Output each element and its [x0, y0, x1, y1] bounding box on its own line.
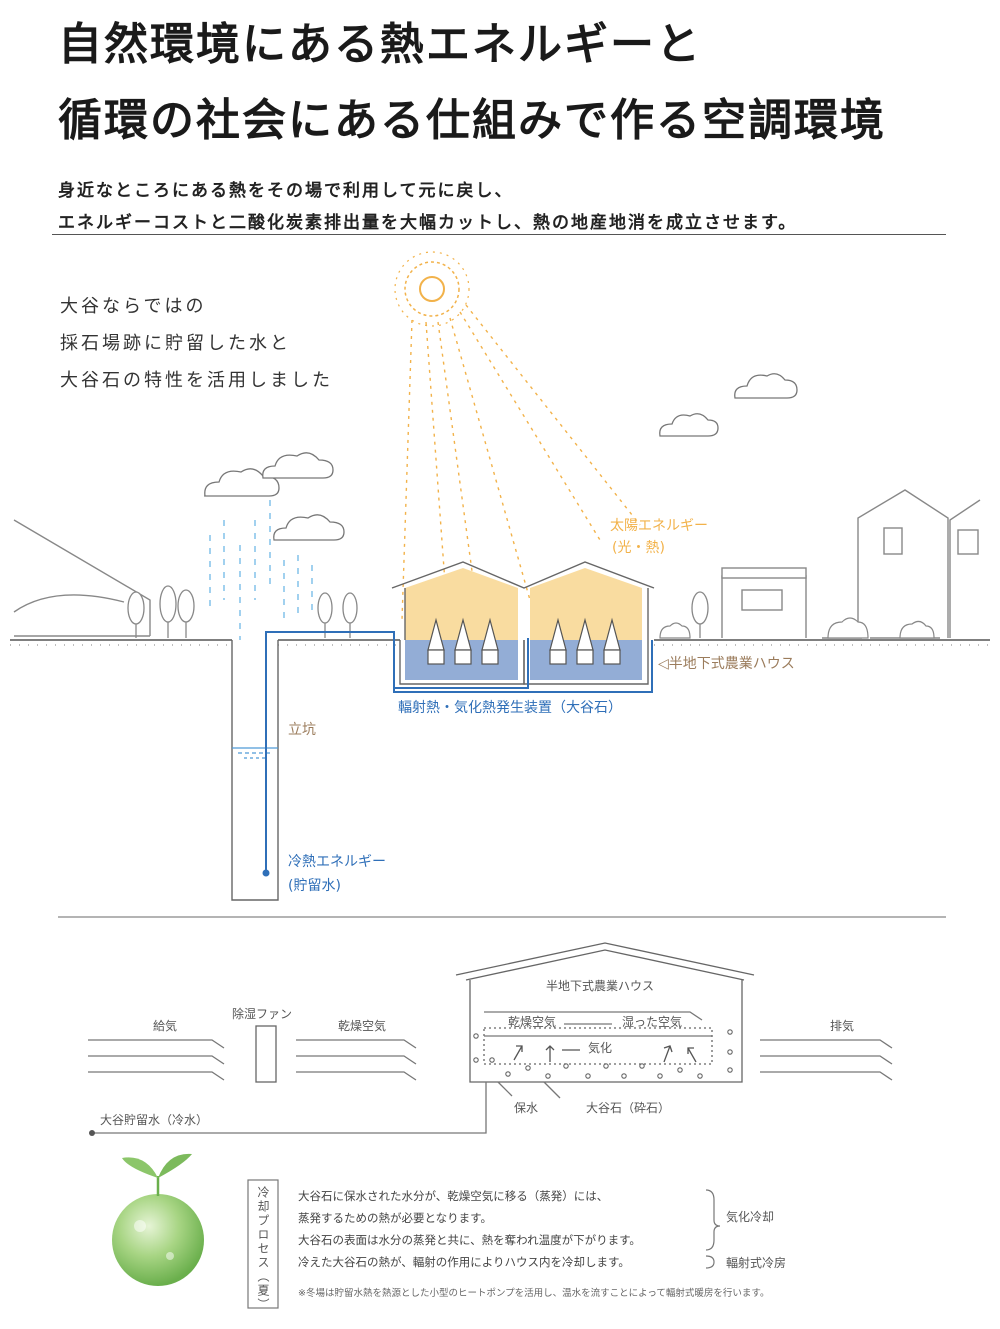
dry-air-lines [296, 1039, 417, 1081]
winter-note: ※冬場は貯留水熱を熱源とした小型のヒートポンプを活用し、温水を流すことによって輻… [298, 1287, 769, 1299]
page-title-line-2: 循環の社会にある仕組みで作る空調環境 [58, 95, 886, 146]
device-label: 輻射熱・気化熱発生装置（大谷石） [398, 700, 622, 716]
process-house-outline [455, 942, 755, 1083]
sun-icon [394, 251, 470, 327]
evaporation-label: 気化 [588, 1040, 612, 1055]
dry-air-label: 乾燥空気 [338, 1018, 386, 1033]
lead-text-line-1: 身近なところにある熱をその場で利用して元に戻し、 [58, 181, 514, 201]
ground-line [10, 639, 990, 646]
water-pipe-end-dot [89, 1130, 95, 1136]
cold-water-pipe [92, 1081, 561, 1134]
shrub-icon [659, 617, 935, 639]
evaporative-cooling-tag: 気化冷却 [726, 1209, 774, 1224]
intro-text-line-2: 採石場跡に貯留した水と [60, 333, 291, 354]
warehouse [13, 519, 151, 637]
cooling-line-3: 大谷石の表面は水分の蒸発と共に、熱を奪われ温度が下がります。 [298, 1233, 641, 1247]
stone-label: 大谷石（砕石） [586, 1100, 670, 1115]
stone-gravel-dots [473, 1029, 733, 1079]
intake-air-lines [88, 1039, 225, 1081]
seedling-illustration [112, 1153, 204, 1286]
cooling-brackets [705, 1189, 721, 1269]
process-house-title: 半地下式農業ハウス [546, 979, 654, 993]
water-pipe-label: 大谷貯留水（冷水） [100, 1113, 208, 1127]
exhaust-lines [760, 1039, 893, 1081]
shaft-water-surface [232, 747, 278, 759]
solar-energy-sub: (光・熱) [612, 540, 665, 556]
solar-energy-label: 太陽エネルギー [610, 518, 708, 534]
radiant-cooling-tag: 輻射式冷房 [726, 1255, 786, 1270]
cold-energy-label: 冷熱エネルギー [288, 854, 386, 870]
cold-energy-sub: (貯留水) [288, 878, 341, 894]
pipe-end-dot [262, 869, 270, 877]
inside-dry-air-label: 乾燥空気 [508, 1014, 556, 1029]
intake-label: 給気 [153, 1018, 177, 1033]
sun-rays [401, 304, 641, 621]
cooling-line-4: 冷えた大谷石の熱が、輻射の作用によりハウス内を冷却します。 [298, 1255, 630, 1269]
page-title-line-1: 自然環境にある熱エネルギーと [58, 19, 702, 70]
lead-text-line-2: エネルギーコストと二酸化炭素排出量を大幅カットし、熱の地産地消を成立させます。 [58, 213, 798, 233]
intro-text-line-1: 大谷ならではの [60, 296, 207, 317]
dehumidifier-fan-icon [255, 1025, 277, 1083]
greenhouse-outline [391, 561, 655, 685]
cooling-line-2: 蒸発するための熱が必要となります。 [298, 1211, 492, 1225]
exhaust-label: 排気 [830, 1018, 854, 1033]
evaporation-arrows [513, 1045, 697, 1063]
shaft [231, 640, 279, 901]
cooling-line-1: 大谷石に保水された水分が、乾燥空気に移る（蒸発）には、 [298, 1189, 608, 1203]
houses [721, 489, 981, 639]
inside-wet-air-label: 湿った空気 [622, 1014, 682, 1029]
lead-underline [52, 234, 946, 235]
system-diagram: 太陽エネルギー (光・熱) ◁半地下式農業ハウス 輻射熱・気化熱発生装置（大谷石… [10, 251, 990, 1312]
cooling-process-box [247, 1179, 279, 1309]
semi-underground-house-label: ◁半地下式農業ハウス [658, 656, 795, 672]
intro-text-line-3: 大谷石の特性を活用しました [60, 370, 333, 391]
inside-airflow-lines [484, 1011, 712, 1037]
rain [209, 500, 313, 640]
dehumidifier-fan-label: 除湿ファン [232, 1006, 292, 1021]
cloud-icon [203, 373, 798, 541]
stone-device-icon [427, 617, 621, 665]
shaft-label: 立坑 [288, 722, 316, 738]
water-pipe [265, 631, 653, 873]
tree-icon [127, 585, 709, 638]
water-retention-label: 保水 [514, 1101, 538, 1115]
cooling-process-label: 冷却プロセス（夏） [256, 1186, 270, 1312]
